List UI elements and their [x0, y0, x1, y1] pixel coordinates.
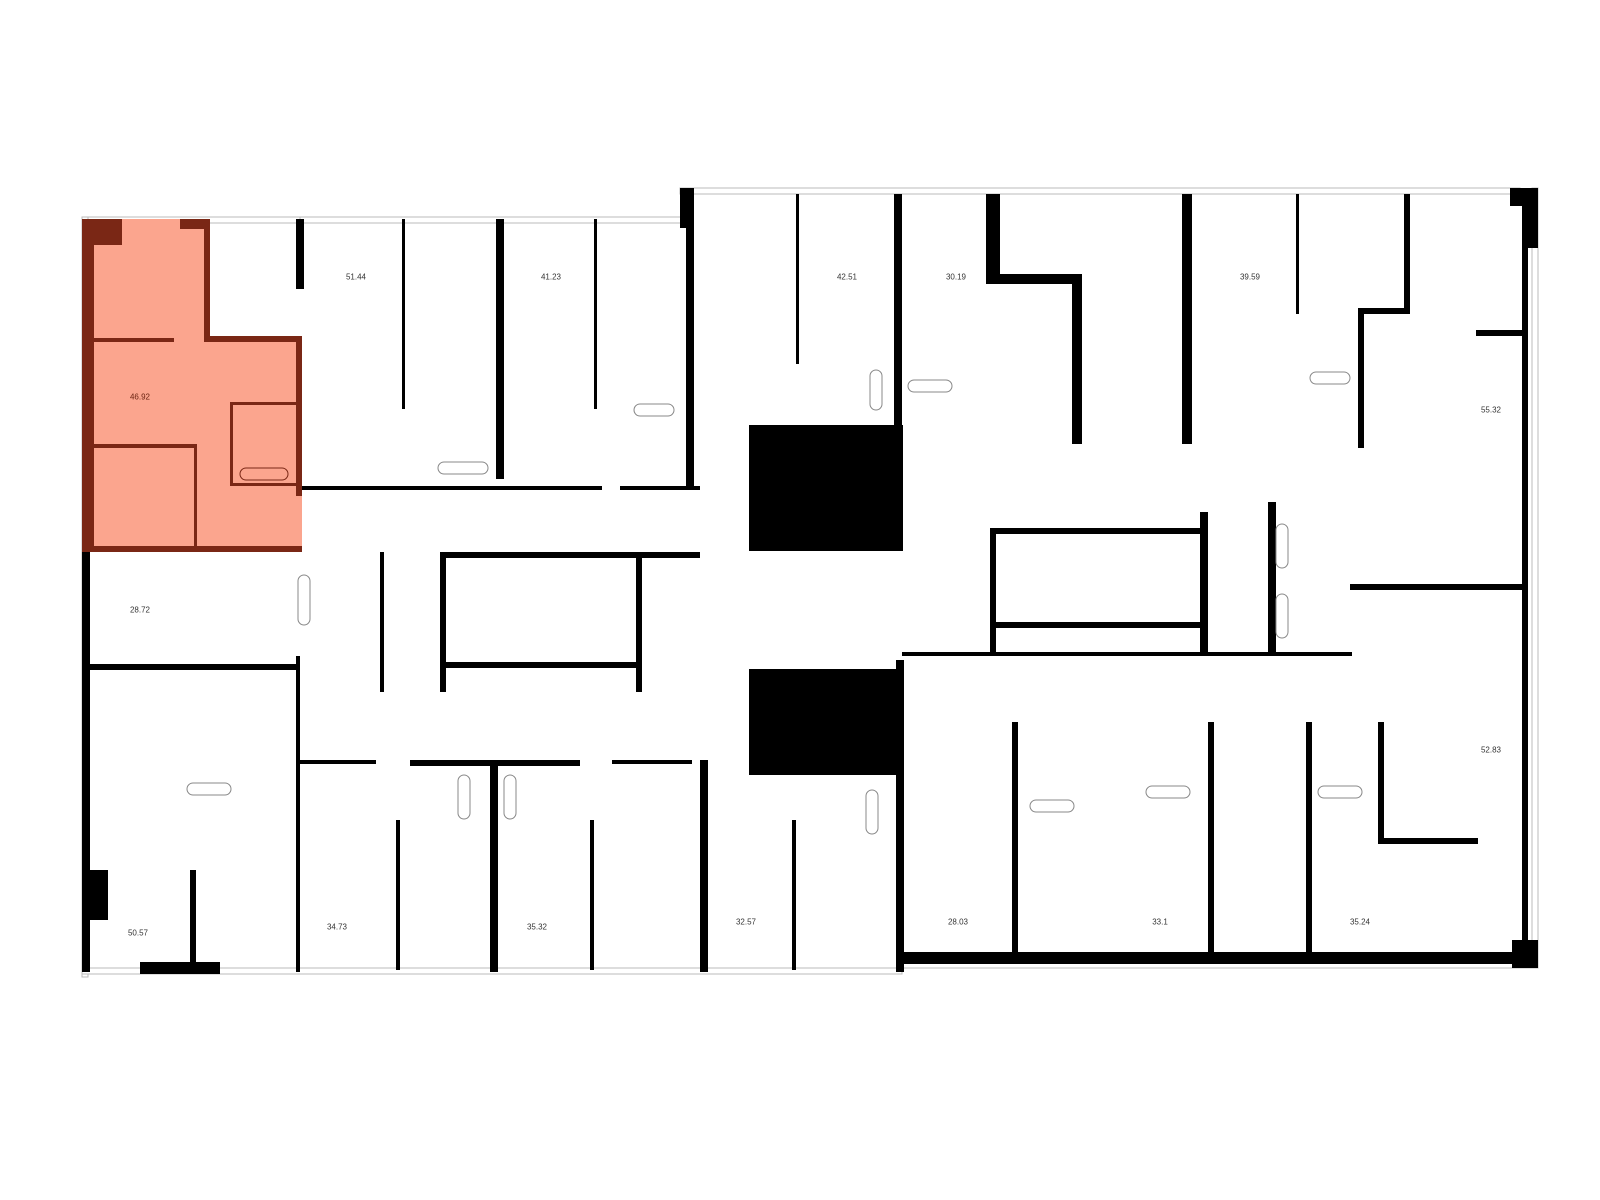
apartment-area-label[interactable]: 32.57	[735, 917, 757, 927]
apartment-area-label[interactable]: 35.32	[526, 922, 548, 932]
walls	[82, 188, 1538, 974]
apartment-area-label[interactable]: 51.44	[345, 272, 367, 282]
apartment-area-label[interactable]: 41.23	[540, 272, 562, 282]
apartment-area-label[interactable]: 55.32	[1480, 405, 1502, 415]
apartment-area-label[interactable]: 28.72	[129, 605, 151, 615]
apartment-area-label[interactable]: 46.92	[129, 392, 151, 402]
apartment-area-label[interactable]: 28.03	[947, 917, 969, 927]
bathroom-fixtures	[186, 369, 1363, 835]
apartment-area-label[interactable]: 30.19	[945, 272, 967, 282]
apartment-area-label[interactable]: 52.83	[1480, 745, 1502, 755]
apartment-area-label[interactable]: 35.24	[1349, 917, 1371, 927]
apartment-area-label[interactable]: 34.73	[326, 922, 348, 932]
apartment-area-label[interactable]: 33.1	[1152, 917, 1168, 927]
apartment-area-label[interactable]: 39.59	[1239, 272, 1261, 282]
apartment-area-label[interactable]: 42.51	[836, 272, 858, 282]
apartment-area-label[interactable]: 50.57	[127, 928, 149, 938]
apartment-46.92-highlight[interactable]	[82, 219, 302, 552]
